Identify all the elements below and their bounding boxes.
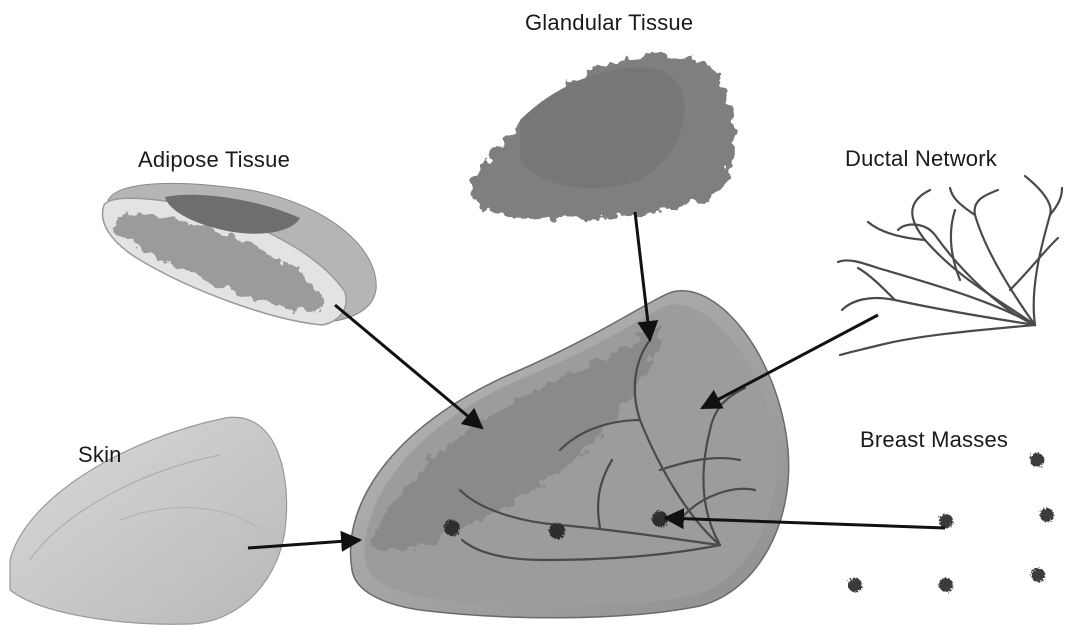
breast-masses-group (848, 453, 1054, 592)
adipose-tissue-label: Adipose Tissue (138, 147, 290, 173)
ductal-network-label: Ductal Network (845, 146, 997, 172)
embedded-mass-2 (549, 523, 565, 539)
skin-shape (10, 417, 287, 624)
mass-5 (939, 578, 953, 592)
adipose-tissue-shape (103, 183, 377, 325)
skin-label: Skin (78, 442, 122, 468)
composite-breast-shape (350, 291, 788, 618)
glandular-tissue-label: Glandular Tissue (525, 10, 693, 36)
ductal-network-shape (838, 176, 1062, 355)
mass-3 (1040, 508, 1054, 522)
embedded-mass-1 (444, 520, 460, 536)
breast-masses-label: Breast Masses (860, 427, 1008, 453)
mass-1 (1030, 453, 1044, 467)
arrow-adipose (335, 305, 482, 428)
glandular-tissue-shape (470, 54, 734, 219)
mass-4 (848, 578, 862, 592)
mass-6 (1031, 568, 1045, 582)
mass-2 (939, 514, 953, 528)
